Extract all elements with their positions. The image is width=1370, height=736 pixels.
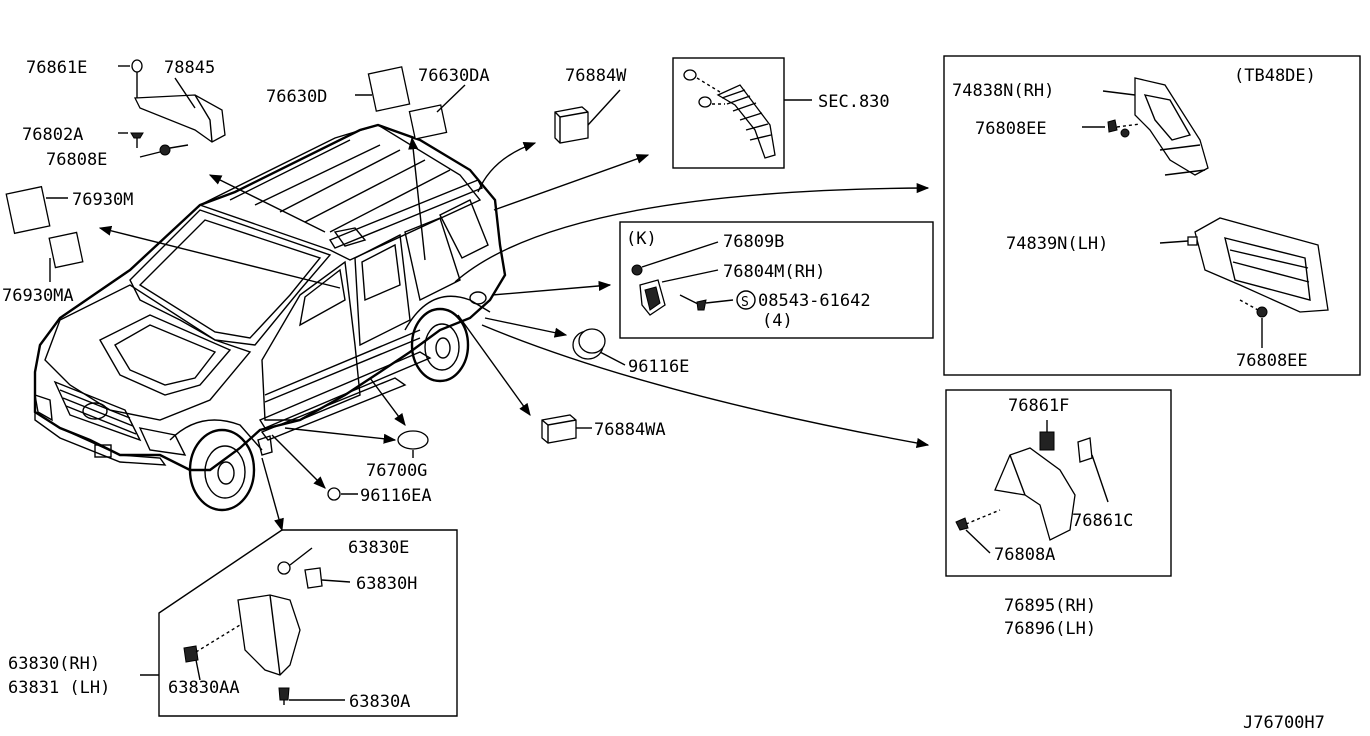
label-76804M: 76804M(RH) [723,262,825,282]
part-76884W [554,89,621,144]
label-76884W: 76884W [565,66,627,86]
label-76895: 76895(RH) [1004,596,1096,616]
mirror-cover-group [118,59,226,158]
label-76861F: 76861F [1008,396,1069,416]
part-96116E [572,328,626,366]
label-76930MA: 76930MA [2,286,74,306]
label-74838N: 74838N(RH) [952,81,1054,101]
label-76700G: 76700G [366,461,427,481]
label-63830E: 63830E [348,538,409,558]
sec830-box [672,57,812,169]
label-76808E: 76808E [46,150,107,170]
vehicle-illustration [33,123,507,512]
part-76884WA [541,414,592,444]
diagram-code: J76700H7 [1243,713,1325,733]
k-box [619,221,934,339]
label-63830H: 63830H [356,574,417,594]
label-96116EA: 96116EA [360,486,432,506]
label-76809B: 76809B [723,232,784,252]
label-k: (K) [626,229,657,249]
label-76802A: 76802A [22,125,83,145]
label-63831: 63831 (LH) [8,678,110,698]
label-76808EE-b: 76808EE [1236,351,1308,371]
label-63830A: 63830A [349,692,410,712]
label-08543-61642: 08543-61642 [758,291,871,311]
label-76896: 76896(LH) [1004,619,1096,639]
part-76700G [327,430,429,501]
tb48de-box [943,55,1361,376]
leader-arrows [98,136,930,532]
label-76861C: 76861C [1072,511,1133,531]
label-63830: 63830(RH) [8,654,100,674]
label-76630D: 76630D [266,87,327,107]
label-s-symbol: S [741,295,749,310]
label-76884WA: 76884WA [594,420,666,440]
label-78845: 78845 [164,58,215,78]
label-76930M: 76930M [72,190,133,210]
label-63830AA: 63830AA [168,678,240,698]
label-sec830: SEC.830 [818,92,890,112]
label-76808A: 76808A [994,545,1055,565]
label-96116E: 96116E [628,357,689,377]
label-76861E: 76861E [26,58,87,78]
label-76630DA: 76630DA [418,66,490,86]
label-tb48de: (TB48DE) [1234,66,1316,86]
rear-mudflap-box [945,389,1172,577]
front-mudflap-box [140,529,458,717]
label-qty4: (4) [762,311,793,331]
sticker-parts [5,66,466,282]
label-74839N: 74839N(LH) [1006,234,1108,254]
label-76808EE-a: 76808EE [975,119,1047,139]
